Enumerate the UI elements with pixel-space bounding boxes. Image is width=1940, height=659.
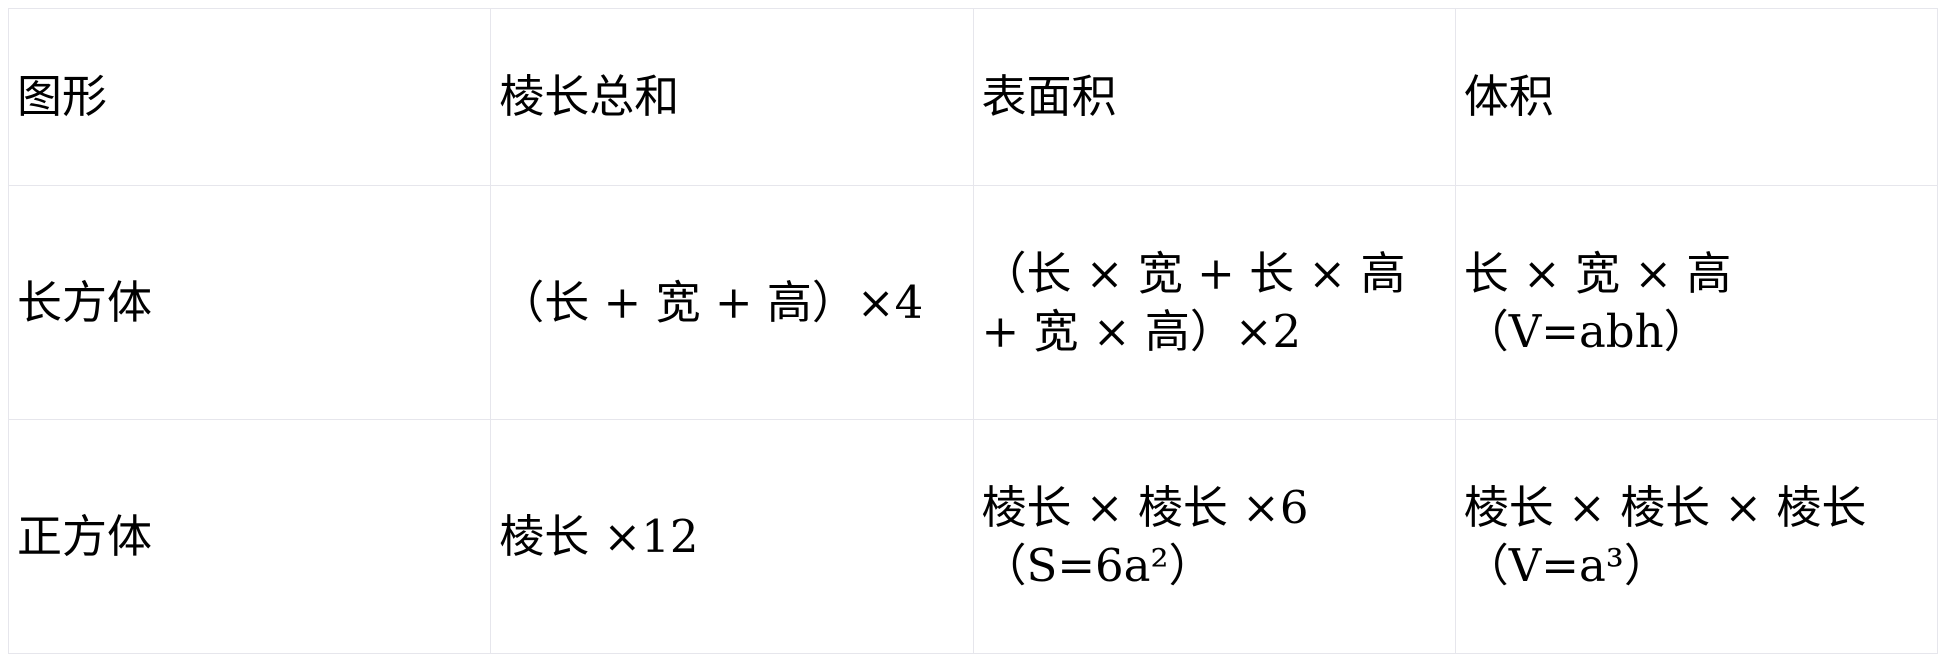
header-cell-surface-area: 表面积 xyxy=(972,8,1456,186)
header-cell-edge-sum: 棱长总和 xyxy=(490,8,974,186)
table-row: 长方体 （长 + 宽 + 高）×4 （长 × 宽 + 长 × 高 + 宽 × 高… xyxy=(7,185,1939,420)
cell-surface-area: （长 × 宽 + 长 × 高 + 宽 × 高）×2 xyxy=(972,185,1456,420)
cell-shape: 长方体 xyxy=(7,185,492,420)
cell-edge-sum: （长 + 宽 + 高）×4 xyxy=(490,185,974,420)
cell-edge-sum: 棱长 ×12 xyxy=(490,419,974,654)
cell-shape: 正方体 xyxy=(7,419,492,654)
header-row: 图形 棱长总和 表面积 体积 xyxy=(7,8,1939,186)
formula-table: 图形 棱长总和 表面积 体积 长方体 （长 + 宽 + 高）×4 （长 × 宽 … xyxy=(7,8,1939,654)
cell-volume: 长 × 宽 × 高 （V=abh） xyxy=(1454,185,1939,420)
cell-volume: 棱长 × 棱长 × 棱长 （V=a³） xyxy=(1454,419,1939,654)
table-row: 正方体 棱长 ×12 棱长 × 棱长 ×6 （S=6a²） 棱长 × 棱长 × … xyxy=(7,419,1939,654)
header-cell-volume: 体积 xyxy=(1454,8,1939,186)
cell-surface-area: 棱长 × 棱长 ×6 （S=6a²） xyxy=(972,419,1456,654)
header-cell-shape: 图形 xyxy=(7,8,492,186)
